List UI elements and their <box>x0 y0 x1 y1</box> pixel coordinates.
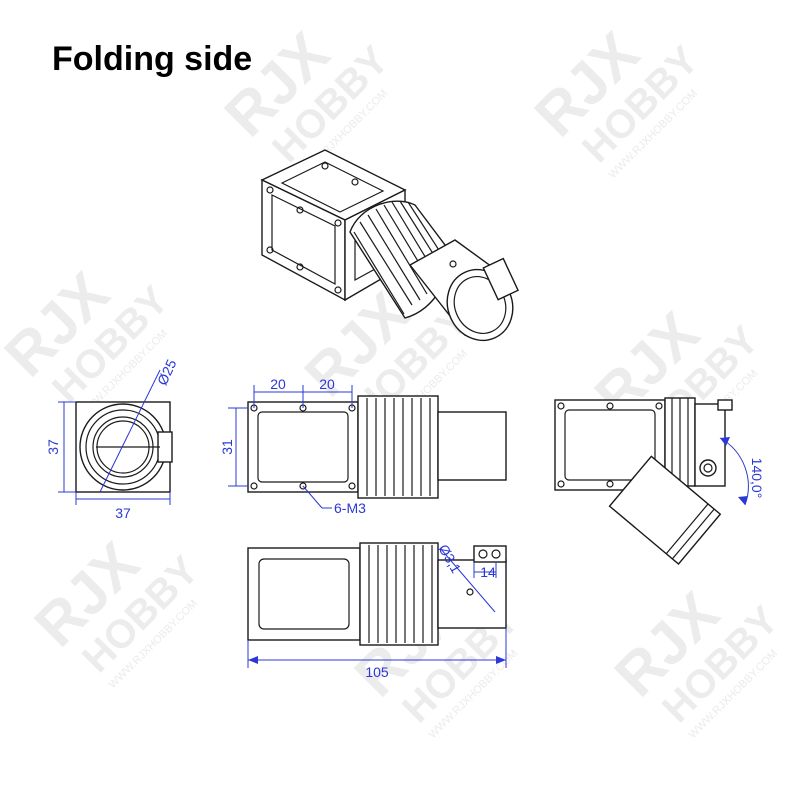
side-view <box>247 542 507 646</box>
end-view-dimensions: 37 37 Ø25 <box>45 357 180 521</box>
dim-fold-angle: 140,0° <box>749 458 765 499</box>
folded-view-dimensions: 140,0° <box>719 437 765 506</box>
side-view-ribs <box>368 545 433 643</box>
dim-total-length: 105 <box>365 664 389 680</box>
isometric-view <box>260 149 519 342</box>
dim-screw-spec: 6-M3 <box>334 500 366 516</box>
dim-side-width: 37 <box>115 505 131 521</box>
end-view <box>75 401 173 493</box>
top-view-dimensions: 20 20 31 6-M3 <box>219 376 366 516</box>
page-title: Folding side <box>52 40 253 78</box>
dim-hole-spacing-left: 20 <box>270 376 286 392</box>
dim-hole-offset: 14 <box>480 564 496 580</box>
dim-plate-height: 31 <box>219 439 235 455</box>
dim-side-height: 37 <box>45 439 61 455</box>
top-view <box>247 395 507 499</box>
folded-view <box>554 397 733 565</box>
dim-hole-spacing-right: 20 <box>319 376 335 392</box>
top-view-ribs <box>366 398 431 496</box>
dim-diameter-tube: Ø25 <box>154 357 180 388</box>
